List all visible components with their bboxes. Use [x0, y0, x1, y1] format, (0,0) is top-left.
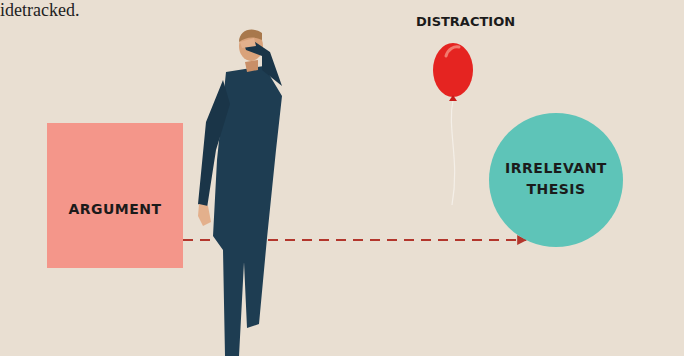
- man-hair: [239, 30, 262, 42]
- node-text: IRRELEVANT THESIS: [501, 158, 611, 200]
- man-hand: [198, 204, 211, 226]
- red-balloon: [433, 43, 473, 97]
- caption-fragment: idetracked.: [0, 0, 79, 21]
- man-body: [213, 66, 282, 356]
- argument-box: ARGUMENT: [47, 123, 183, 268]
- balloon-string: [451, 100, 454, 205]
- balloon-highlight: [446, 47, 459, 56]
- man-head: [239, 31, 263, 61]
- man-raised-arm: [244, 40, 282, 86]
- dashed-arrow: [183, 239, 526, 241]
- balloon-knot: [449, 95, 457, 101]
- node-text: ARGUMENT: [68, 199, 161, 220]
- circle-outline: [489, 113, 623, 247]
- man-arm: [198, 80, 230, 208]
- thesis-circle: IRRELEVANT THESIS: [489, 113, 623, 247]
- man-neck: [245, 60, 258, 72]
- distraction-label: DISTRACTION: [416, 14, 515, 29]
- man-hand-forehead: [240, 38, 256, 48]
- circle-fill: [489, 113, 623, 247]
